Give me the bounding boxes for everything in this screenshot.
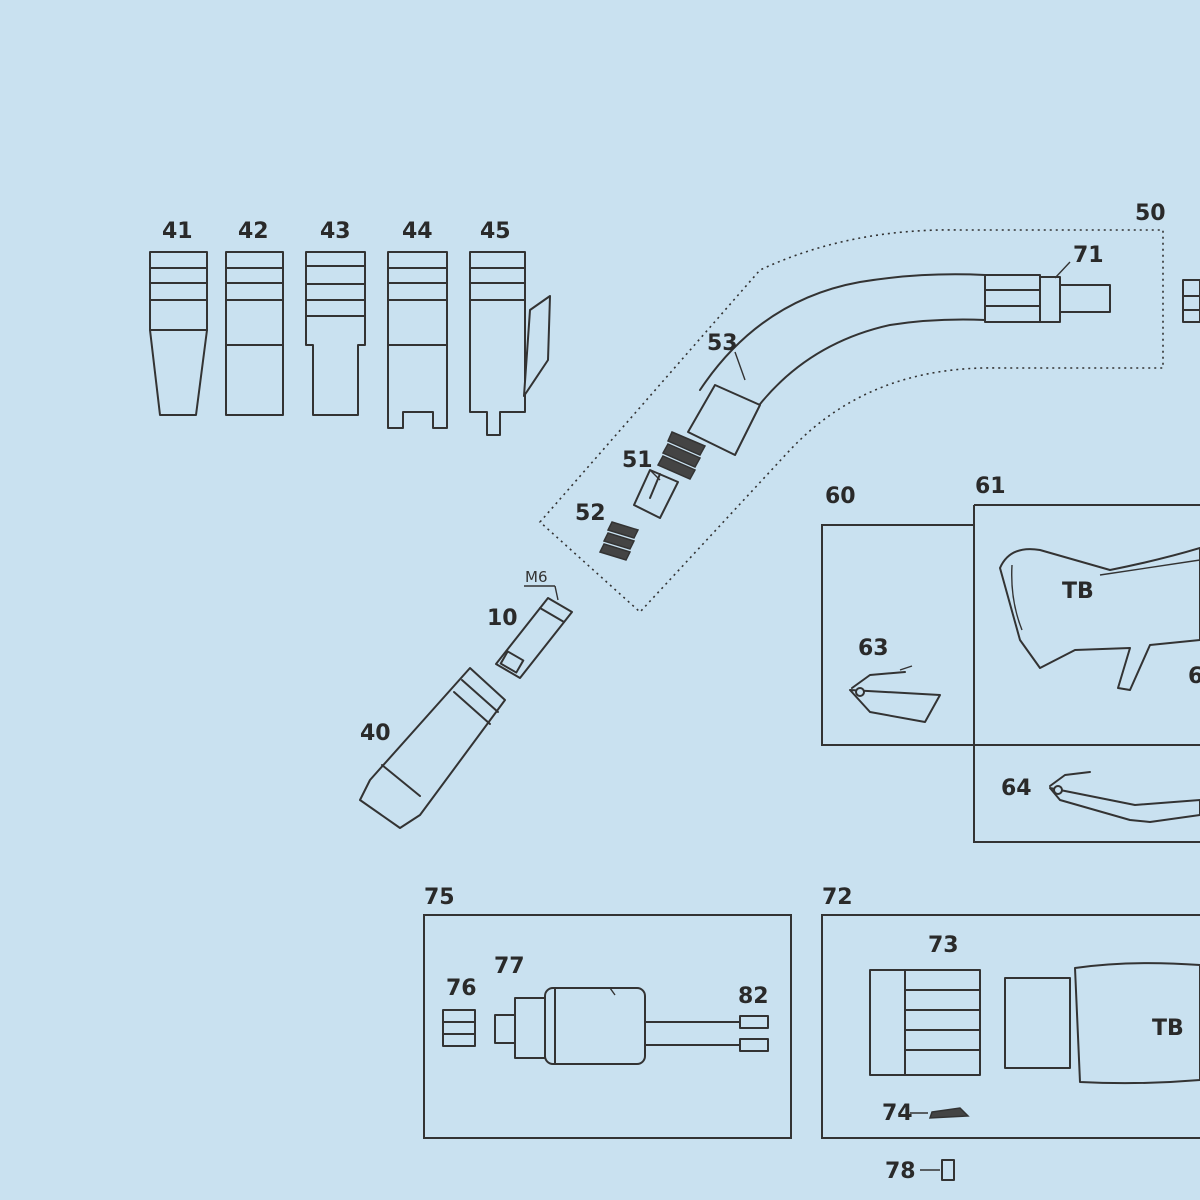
label-60: 60 <box>825 484 856 509</box>
label-43: 43 <box>320 219 351 244</box>
nozzle-45 <box>469 251 551 436</box>
part-74 <box>910 1107 970 1119</box>
connector-77 <box>494 987 646 1065</box>
gas-nozzle-40 <box>359 667 506 829</box>
part-78 <box>920 1159 955 1181</box>
trigger-63 <box>849 665 941 723</box>
label-78: 78 <box>885 1159 916 1184</box>
label-75: 75 <box>424 885 455 910</box>
label-m6: M6 <box>525 568 548 586</box>
label-72: 72 <box>822 885 853 910</box>
label-76: 76 <box>446 976 477 1001</box>
label-77: 77 <box>494 954 525 979</box>
label-51: 51 <box>622 448 653 473</box>
label-73: 73 <box>928 933 959 958</box>
box-75 <box>423 914 792 1139</box>
label-40: 40 <box>360 721 391 746</box>
label-53: 53 <box>707 331 738 356</box>
trigger-64 <box>1049 771 1200 823</box>
label-71: 71 <box>1073 243 1104 268</box>
label-64: 64 <box>1001 776 1032 801</box>
label-52: 52 <box>575 501 606 526</box>
label-63: 63 <box>858 636 889 661</box>
label-44: 44 <box>402 219 433 244</box>
nozzle-43 <box>305 251 366 416</box>
label-10: 10 <box>487 606 518 631</box>
label-61: 61 <box>975 474 1006 499</box>
nozzle-41 <box>149 251 208 416</box>
nozzle-42 <box>225 251 284 416</box>
handle-61: TB <box>999 547 1200 691</box>
swan-neck-53 <box>633 273 1200 519</box>
box-72 <box>821 914 1200 1139</box>
label-41: 41 <box>162 219 193 244</box>
logo-text: TB <box>1062 579 1094 604</box>
label-82: 82 <box>738 984 769 1009</box>
label-74: 74 <box>882 1101 913 1126</box>
cables-82 <box>644 1015 769 1052</box>
logo-text-2: TB <box>1152 1016 1184 1041</box>
nut-73 <box>869 969 981 1076</box>
contact-tip-10 <box>495 585 573 679</box>
nut-76 <box>442 1009 476 1047</box>
label-42: 42 <box>238 219 269 244</box>
label-45: 45 <box>480 219 511 244</box>
box-61 <box>973 504 1200 843</box>
label-50: 50 <box>1135 201 1166 226</box>
housing-72: TB <box>1004 962 1200 1085</box>
nozzle-44 <box>387 251 448 429</box>
spring-52 <box>598 521 640 561</box>
label-6x: 6 <box>1188 664 1200 689</box>
